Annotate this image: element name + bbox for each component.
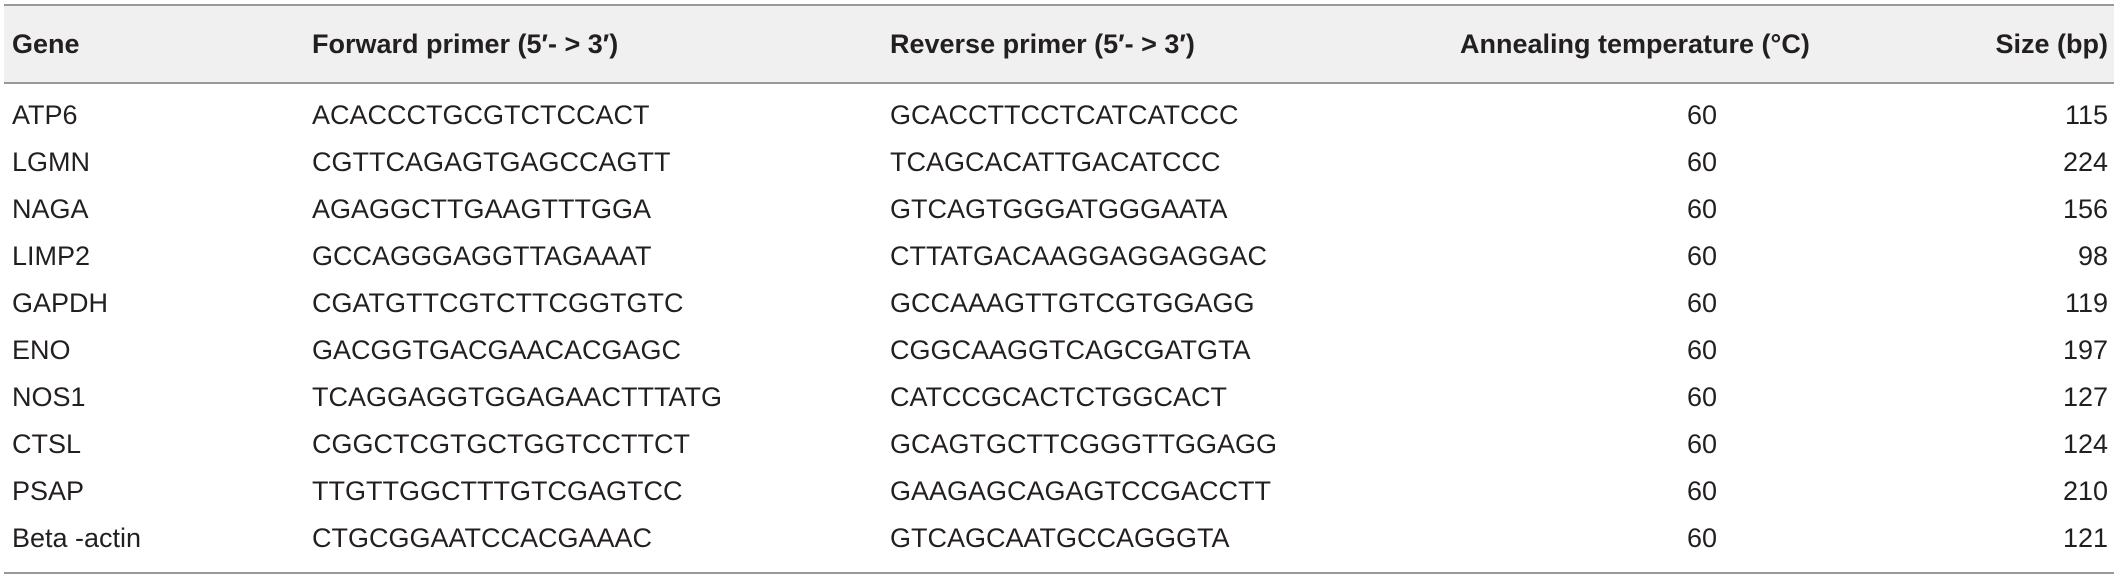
cell-reverse-primer: CGGCAAGGTCAGCGATGTA [890, 335, 1251, 365]
header-row: Gene Forward primer (5′- > 3′) Reverse p… [4, 5, 2114, 83]
cell-size: 115 [2064, 100, 2108, 130]
cell-forward-primer: CTGCGGAATCCACGAAAC [312, 523, 653, 553]
cell-size: 119 [2064, 288, 2108, 318]
table-row: NOS1 TCAGGAGGTGGAGAACTTTATG CATCCGCACTCT… [4, 374, 2114, 421]
cell-size: 127 [2062, 382, 2108, 412]
cell-size: 121 [2062, 523, 2108, 553]
table-row: ENO GACGGTGACGAACACGAGC CGGCAAGGTCAGCGAT… [4, 327, 2114, 374]
cell-size: 124 [2062, 429, 2108, 459]
cell-size: 197 [2062, 335, 2108, 365]
cell-reverse-primer: GCCAAAGTTGTCGTGGAGG [890, 288, 1255, 318]
cell-size: 156 [2062, 194, 2108, 224]
cell-annealing-temperature: 60 [1686, 382, 1718, 412]
cell-reverse-primer: GAAGAGCAGAGTCCGACCTT [890, 476, 1272, 506]
cell-forward-primer: TCAGGAGGTGGAGAACTTTATG [312, 382, 723, 412]
cell-reverse-primer: GCACCTTCCTCATCATCCC [890, 100, 1239, 130]
cell-forward-primer: CGATGTTCGTCTTCGGTGTC [312, 288, 684, 318]
cell-gene: ATP6 [12, 100, 78, 130]
cell-reverse-primer: CATCCGCACTCTGGCACT [890, 382, 1227, 412]
primer-table: Gene Forward primer (5′- > 3′) Reverse p… [4, 4, 2114, 574]
cell-forward-primer: ACACCCTGCGTCTCCACT [312, 100, 650, 130]
cell-reverse-primer: GCAGTGCTTCGGGTTGGAGG [890, 429, 1277, 459]
cell-gene: PSAP [12, 476, 85, 506]
table-row: CTSL CGGCTCGTGCTGGTCCTTCT GCAGTGCTTCGGGT… [4, 421, 2114, 468]
cell-forward-primer: TTGTTGGCTTTGTCGAGTCC [312, 476, 683, 506]
table-header: Gene Forward primer (5′- > 3′) Reverse p… [4, 5, 2114, 83]
cell-gene: LGMN [12, 147, 91, 177]
cell-annealing-temperature: 60 [1686, 335, 1718, 365]
cell-size: 224 [2062, 147, 2108, 177]
table-row: Beta -actin CTGCGGAATCCACGAAAC GTCAGCAAT… [4, 515, 2114, 573]
table-row: GAPDH CGATGTTCGTCTTCGGTGTC GCCAAAGTTGTCG… [4, 280, 2114, 327]
header-forward-primer: Forward primer (5′- > 3′) [312, 28, 619, 59]
cell-forward-primer: CGGCTCGTGCTGGTCCTTCT [312, 429, 690, 459]
table-row: LIMP2 GCCAGGGAGGTTAGAAAT CTTATGACAAGGAGG… [4, 233, 2114, 280]
cell-gene: Beta -actin [12, 523, 142, 553]
cell-forward-primer: GACGGTGACGAACACGAGC [312, 335, 682, 365]
cell-forward-primer: AGAGGCTTGAAGTTTGGA [312, 194, 652, 224]
cell-annealing-temperature: 60 [1686, 100, 1718, 130]
header-size: Size (bp) [1995, 28, 2109, 59]
cell-forward-primer: CGTTCAGAGTGAGCCAGTT [312, 147, 671, 177]
cell-annealing-temperature: 60 [1686, 241, 1718, 271]
header-reverse-primer: Reverse primer (5′- > 3′) [890, 28, 1195, 59]
cell-annealing-temperature: 60 [1686, 476, 1718, 506]
cell-size: 210 [2062, 476, 2108, 506]
cell-annealing-temperature: 60 [1686, 194, 1718, 224]
header-annealing-temperature: Annealing temperature (°C) [1460, 28, 1810, 59]
cell-annealing-temperature: 60 [1686, 147, 1718, 177]
cell-annealing-temperature: 60 [1686, 523, 1718, 553]
table-row: ATP6 ACACCCTGCGTCTCCACT GCACCTTCCTCATCAT… [4, 83, 2114, 139]
cell-reverse-primer: TCAGCACATTGACATCCC [890, 147, 1221, 177]
cell-size: 98 [2077, 241, 2108, 271]
table-row: NAGA AGAGGCTTGAAGTTTGGA GTCAGTGGGATGGGAA… [4, 186, 2114, 233]
table-row: LGMN CGTTCAGAGTGAGCCAGTT TCAGCACATTGACAT… [4, 139, 2114, 186]
cell-gene: LIMP2 [12, 241, 91, 271]
cell-gene: GAPDH [12, 288, 109, 318]
header-gene: Gene [12, 28, 80, 59]
cell-reverse-primer: GTCAGCAATGCCAGGGTA [890, 523, 1230, 553]
cell-forward-primer: GCCAGGGAGGTTAGAAAT [312, 241, 652, 271]
cell-annealing-temperature: 60 [1686, 429, 1718, 459]
cell-annealing-temperature: 60 [1686, 288, 1718, 318]
cell-gene: NAGA [12, 194, 89, 224]
cell-gene: ENO [12, 335, 71, 365]
cell-reverse-primer: GTCAGTGGGATGGGAATA [890, 194, 1228, 224]
cell-reverse-primer: CTTATGACAAGGAGGAGGAC [890, 241, 1268, 271]
table-body: ATP6 ACACCCTGCGTCTCCACT GCACCTTCCTCATCAT… [4, 83, 2114, 573]
cell-gene: CTSL [12, 429, 82, 459]
table-row: PSAP TTGTTGGCTTTGTCGAGTCC GAAGAGCAGAGTCC… [4, 468, 2114, 515]
cell-gene: NOS1 [12, 382, 86, 412]
